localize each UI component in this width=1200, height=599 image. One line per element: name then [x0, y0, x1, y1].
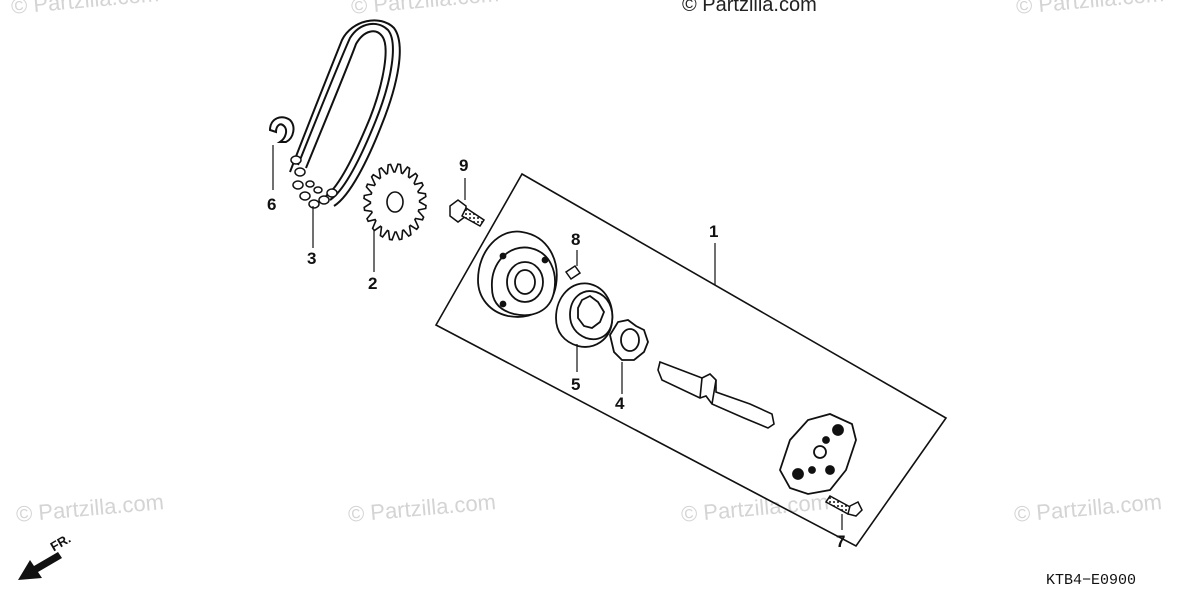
- callout-8: 8: [571, 230, 581, 249]
- callout-6: 6: [267, 195, 277, 214]
- callout-1: 1: [709, 222, 719, 241]
- drive-sprocket: [363, 163, 427, 241]
- pump-body: [477, 230, 558, 318]
- watermark: © Partzilla.com: [682, 0, 817, 16]
- outer-rotor: [555, 282, 614, 348]
- pump-shaft: [657, 360, 775, 429]
- bolt-9: [449, 199, 486, 227]
- inner-rotor: [609, 319, 649, 361]
- front-direction-arrow: [18, 552, 62, 580]
- callout-7: 7: [836, 532, 846, 551]
- pump-cover: [779, 413, 857, 495]
- callout-9: 9: [459, 156, 469, 175]
- chain-clip: [268, 116, 295, 143]
- dowel-pin: [564, 264, 582, 281]
- callout-4: 4: [615, 394, 625, 413]
- assembly-frame-1: [434, 172, 948, 548]
- chain-links: [290, 155, 338, 209]
- callout-5: 5: [571, 375, 581, 394]
- leader-lines: [272, 145, 843, 530]
- diagram-code: KTB4−E0900: [1046, 572, 1137, 589]
- bolt-7: [824, 495, 863, 517]
- callout-3: 3: [307, 249, 317, 268]
- callout-2: 2: [368, 274, 378, 293]
- cam-chain: [289, 19, 401, 207]
